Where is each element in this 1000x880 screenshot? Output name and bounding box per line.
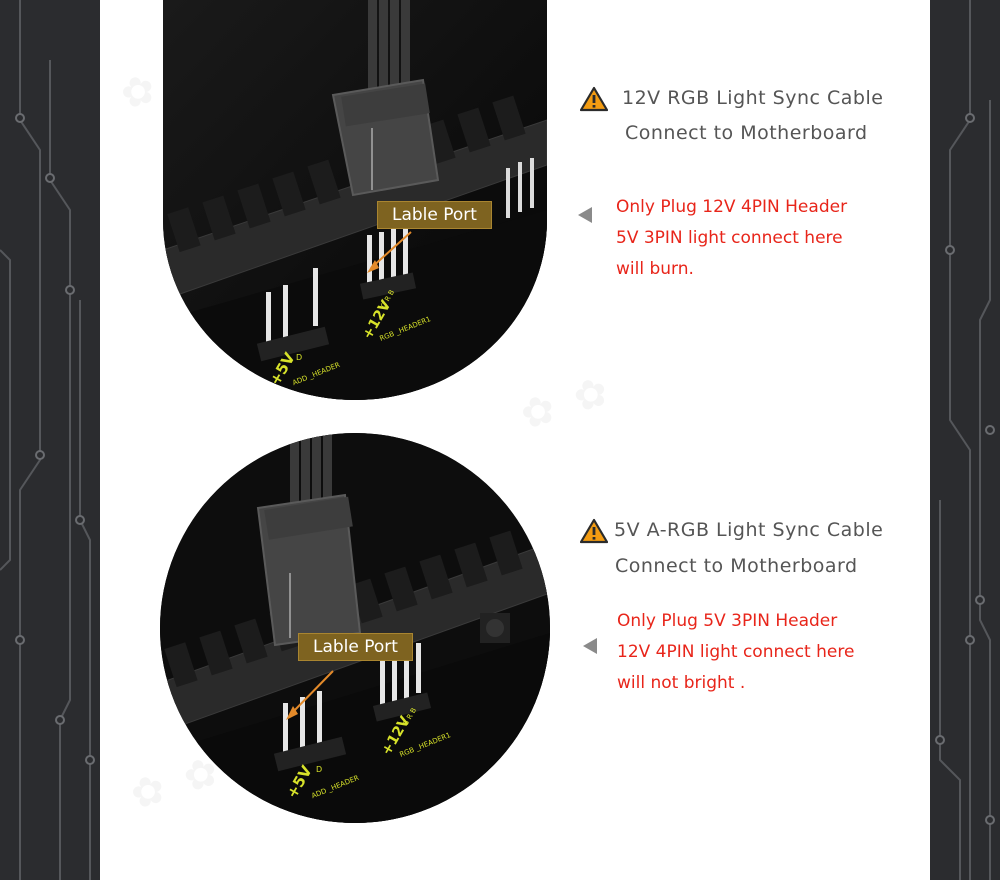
section1-title-line1: 12V RGB Light Sync Cable xyxy=(622,87,884,109)
label-port-tag-1: Lable Port xyxy=(377,201,492,229)
board-label-5v-d: D xyxy=(316,765,323,774)
section1-note-line1: Only Plug 12V 4PIN Header xyxy=(616,197,848,217)
left-pointer-icon xyxy=(578,207,592,223)
warning-triangle-icon xyxy=(580,518,608,543)
right-circuit-border xyxy=(930,0,1000,880)
section2-title-line2: Connect to Motherboard xyxy=(615,555,858,577)
section2-note-line1: Only Plug 5V 3PIN Header xyxy=(617,611,838,631)
board-label-5v-d: D xyxy=(296,353,303,362)
section2-title-line1: 5V A-RGB Light Sync Cable xyxy=(614,519,884,541)
motherboard-closeup-image-1: +12V G R B RGB _HEADER1 +5V D ADD _HEADE… xyxy=(163,0,547,400)
circuit-lines-right-icon xyxy=(935,0,995,880)
section1-title-line2: Connect to Motherboard xyxy=(625,122,868,144)
section2-heading: 5V A-RGB Light Sync Cable xyxy=(580,513,883,548)
section1-heading: 12V RGB Light Sync Cable xyxy=(580,81,883,116)
section1-note: Only Plug 12V 4PIN Header 5V 3PIN light … xyxy=(616,192,847,285)
section2-note-line2: 12V 4PIN light connect here xyxy=(617,642,855,662)
circuit-lines-left-icon xyxy=(0,0,95,880)
label-port-tag-2: Lable Port xyxy=(298,633,413,661)
section2-note: Only Plug 5V 3PIN Header 12V 4PIN light … xyxy=(617,606,854,699)
section1-note-line2: 5V 3PIN light connect here xyxy=(616,228,843,248)
left-pointer-icon xyxy=(583,638,597,654)
warning-triangle-icon xyxy=(580,86,608,111)
section1-note-line3: will burn. xyxy=(616,259,694,279)
left-circuit-border xyxy=(0,0,100,880)
motherboard-closeup-image-2: +12V G R B RGB _HEADER1 +5V D ADD _HEADE… xyxy=(160,433,550,823)
section2-note-line3: will not bright . xyxy=(617,673,746,693)
